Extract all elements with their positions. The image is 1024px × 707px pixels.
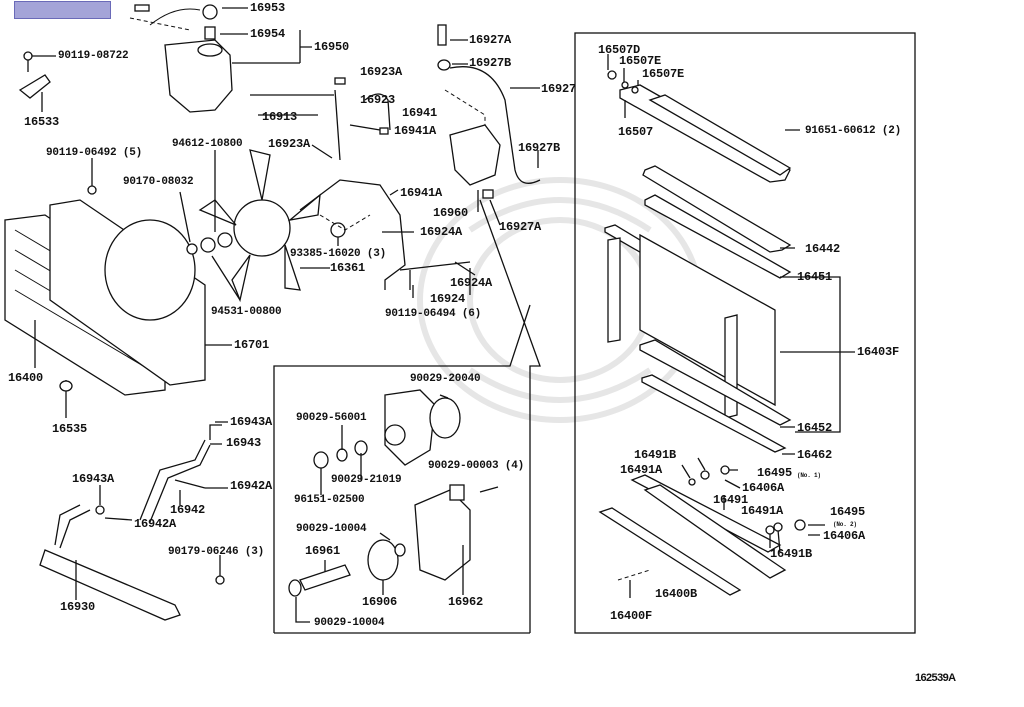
part-label[interactable]: 16923 [360,93,396,107]
part-label[interactable]: 16923A [360,65,403,79]
water-pipes [250,77,476,298]
part-label[interactable]: 16941A [400,186,443,200]
part-label[interactable]: 16491A [620,463,663,477]
radiator-core-group-box [574,32,916,634]
part-label[interactable]: 16961 [305,544,341,558]
part-label[interactable]: 16507 [618,125,654,139]
part-label[interactable]: 16927 [541,82,577,96]
cooling-fan [179,149,346,303]
part-label[interactable]: 90029-20040 [410,373,481,385]
highlight-box[interactable] [14,1,111,19]
part-label[interactable]: 16701 [234,338,270,352]
part-label[interactable]: 16942A [134,517,177,531]
part-label[interactable]: 94612-10800 [172,138,243,150]
part-label[interactable]: 90119-06494 (6) [385,308,482,320]
part-label[interactable]: 16927B [518,141,561,155]
part-label[interactable]: 16927A [499,220,542,234]
part-label[interactable]: 16462 [797,448,833,462]
part-label[interactable]: 16491A [741,504,784,518]
bracket-16533 [18,51,56,112]
part-label[interactable]: 16491 [713,493,749,507]
part-label[interactable]: 16452 [797,421,833,435]
part-label[interactable]: 16406A [742,481,785,495]
part-label[interactable]: 90170-08032 [123,176,194,188]
part-label[interactable]: 16943A [230,415,273,429]
part-label[interactable]: 16941 [402,106,438,120]
part-label[interactable]: 16927A [469,33,512,47]
part-label[interactable]: 16400B [655,587,698,601]
part-label[interactable]: 16495 [757,466,793,480]
part-label[interactable]: 16403F [857,345,900,359]
part-label[interactable]: 16927B [469,56,512,70]
part-label[interactable]: 93385-16020 (3) [290,248,387,260]
part-label[interactable]: 90119-06492 (5) [46,147,143,159]
part-label[interactable]: 16943A [72,472,115,486]
part-label[interactable]: 16913 [262,110,298,124]
part-label[interactable]: 90029-10004 [314,617,385,629]
part-note: (No. 2) [833,521,857,528]
part-label[interactable]: 16507E [619,54,662,68]
part-label[interactable]: 16924 [430,292,466,306]
part-label[interactable]: 16906 [362,595,398,609]
part-label[interactable]: 16942 [170,503,206,517]
part-label[interactable]: 90029-21019 [331,474,402,486]
part-label[interactable]: 16361 [330,261,366,275]
part-label[interactable]: 16962 [448,595,484,609]
pump-detail-box [273,199,541,634]
part-label[interactable]: 16941A [394,124,437,138]
radiator-assembly [4,158,232,418]
part-label[interactable]: 91651-60612 (2) [805,125,902,137]
part-label[interactable]: 16507E [642,67,685,81]
part-label[interactable]: 16400 [8,371,44,385]
part-label[interactable]: 90119-08722 [58,50,129,62]
part-label[interactable]: 16535 [52,422,88,436]
part-label[interactable]: 16943 [226,436,262,450]
part-label[interactable]: 16923A [268,137,311,151]
part-label[interactable]: 16491B [634,448,677,462]
part-label[interactable]: 16930 [60,600,96,614]
reservoir-tank [129,4,312,113]
part-label[interactable]: 16942A [230,479,273,493]
pump-internal-parts [288,389,499,623]
part-label[interactable]: 16495 [830,505,866,519]
part-label[interactable]: 16533 [24,115,60,129]
part-label[interactable]: 90179-06246 (3) [168,546,265,558]
part-label[interactable]: 94531-00800 [211,306,282,318]
part-label[interactable]: 90029-00003 (4) [428,460,525,472]
part-label[interactable]: 16442 [805,242,841,256]
part-label[interactable]: 16491B [770,547,813,561]
part-label[interactable]: 96151-02500 [294,494,365,506]
diagram-reference-code: 162539A [915,672,956,684]
part-label[interactable]: 90029-56001 [296,412,367,424]
part-label[interactable]: 16400F [610,609,653,623]
part-label[interactable]: 16953 [250,1,286,15]
part-label[interactable]: 16451 [797,270,833,284]
part-label[interactable]: 16924A [420,225,463,239]
part-label[interactable]: 16960 [433,206,469,220]
part-label[interactable]: 90029-10004 [296,523,367,535]
part-label[interactable]: 16954 [250,27,286,41]
power-steering-pump [437,24,541,226]
part-label[interactable]: 16950 [314,40,350,54]
part-label[interactable]: 16924A [450,276,493,290]
oil-cooler-and-hoses [39,421,228,621]
radiator-core-parts [598,54,855,598]
part-label[interactable]: 16507D [598,43,641,57]
part-note: (No. 1) [797,472,821,479]
part-label[interactable]: 16406A [823,529,866,543]
